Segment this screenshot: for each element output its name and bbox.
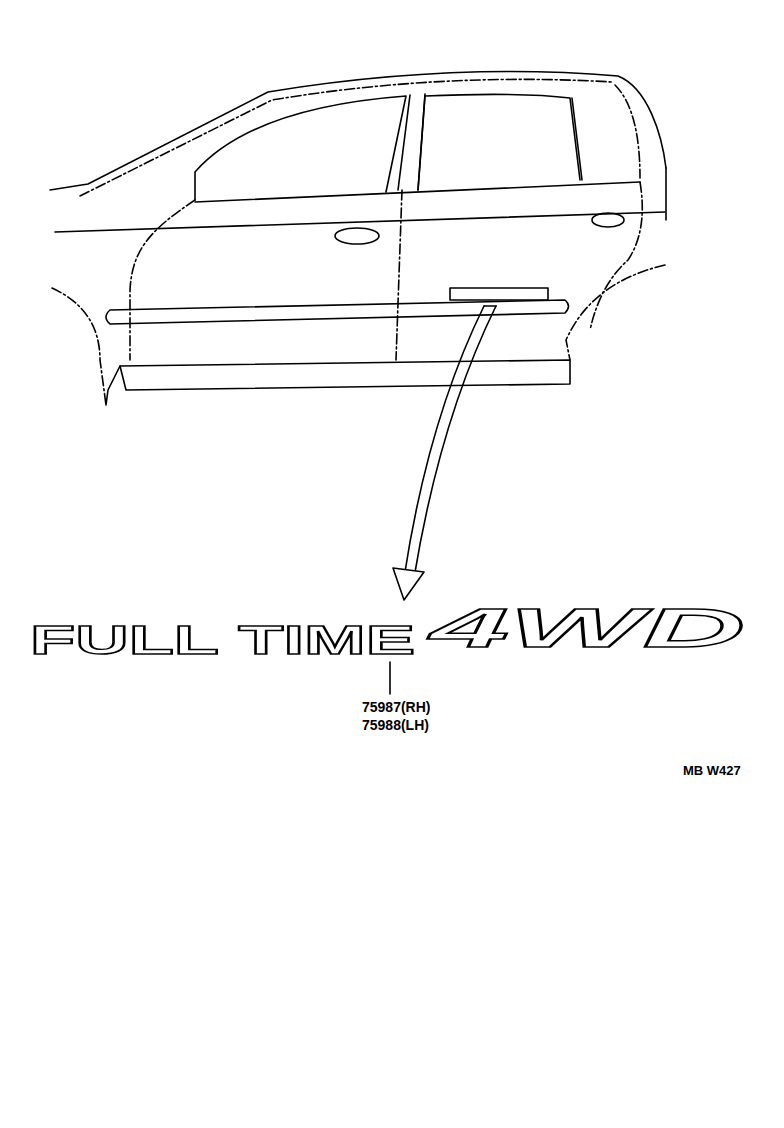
part-number: 75987(RH): [362, 700, 430, 714]
emblem-text: FULL TIME: [30, 620, 415, 660]
rear-wheel-arch: [566, 265, 665, 360]
c-pillar: [615, 85, 640, 178]
front-door: [130, 190, 402, 360]
window-sill: [195, 182, 640, 202]
door-handle: [592, 213, 624, 227]
decal-location: [450, 288, 548, 300]
figure-code: MB W427: [683, 764, 741, 777]
belt-line: [55, 212, 665, 232]
door-handle: [335, 228, 379, 244]
rear-quarter: [665, 168, 667, 220]
rear-window: [418, 94, 582, 190]
arrow-tail: [484, 305, 496, 307]
part-number: 75988(LH): [362, 718, 429, 732]
leader-line: [389, 662, 391, 694]
rocker-panel: [120, 360, 570, 390]
rear-door: [590, 182, 642, 330]
body-outline: [50, 72, 666, 190]
side-molding: [106, 300, 569, 324]
callout-arrow: [414, 306, 496, 578]
front-window: [195, 96, 406, 200]
front-wheel-arch: [106, 366, 120, 405]
arrow-head: [393, 568, 424, 600]
front-wheel-arch: [52, 288, 106, 405]
emblem-text: 4WD: [430, 600, 745, 656]
roof-trim: [80, 79, 612, 196]
